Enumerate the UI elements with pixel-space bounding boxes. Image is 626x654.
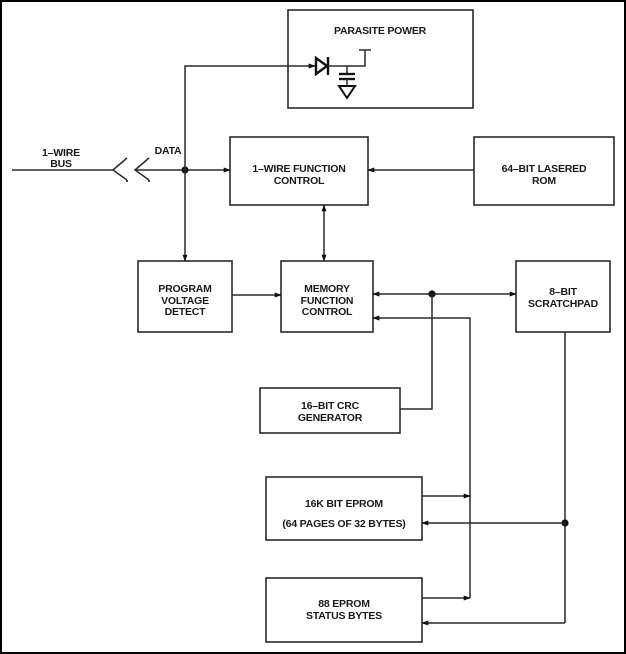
memory-function-control-label-3: CONTROL xyxy=(302,306,353,318)
parasite-power-label: PARASITE POWER xyxy=(334,25,427,37)
status-bytes-label-1: 88 EPROM xyxy=(318,598,370,610)
wire-function-control-label-1: 1–WIRE FUNCTION xyxy=(252,163,345,175)
crc-to-memory-bus-wire xyxy=(400,294,433,410)
eprom-label-2: (64 PAGES OF 32 BYTES) xyxy=(282,518,405,530)
capacitor-icon xyxy=(339,66,355,86)
scratchpad-label-2: SCRATCHPAD xyxy=(528,298,599,310)
lasered-rom-label-1: 64–BIT LASERED xyxy=(502,163,587,175)
scratchpad-block: 8–BIT SCRATCHPAD xyxy=(515,260,611,333)
crc-generator-label-1: 16–BIT CRC xyxy=(301,400,360,412)
eprom-block: 16K BIT EPROM (64 PAGES OF 32 BYTES) xyxy=(265,476,423,541)
crc-generator-label-2: GENERATOR xyxy=(298,412,363,424)
status-bytes-block: 88 EPROM STATUS BYTES xyxy=(265,577,423,643)
scratchpad-label-1: 8–BIT xyxy=(549,286,577,298)
eprom-label-1: 16K BIT EPROM xyxy=(305,498,383,510)
memory-function-control-label-2: FUNCTION xyxy=(301,295,354,307)
eprom-return-bus-wire xyxy=(372,315,471,598)
bus-connector-icon xyxy=(12,157,150,182)
data-to-parasite-wire xyxy=(184,63,316,170)
program-voltage-detect-label-3: DETECT xyxy=(165,306,207,318)
lasered-rom-label-2: ROM xyxy=(532,175,556,187)
lasered-rom-block: 64–BIT LASERED ROM xyxy=(473,136,615,206)
memory-function-control-block: MEMORY FUNCTION CONTROL xyxy=(280,260,374,333)
program-voltage-detect-label-1: PROGRAM xyxy=(158,283,212,295)
status-bytes-label-2: STATUS BYTES xyxy=(306,610,382,622)
bus-label-1: 1–WIRE xyxy=(42,147,80,159)
supply-wire xyxy=(328,50,366,67)
data-label: DATA xyxy=(155,145,182,157)
program-voltage-detect-block: PROGRAM VOLTAGE DETECT xyxy=(137,260,233,333)
wire-function-control-block: 1–WIRE FUNCTION CONTROL xyxy=(229,136,369,206)
crc-generator-block: 16–BIT CRC GENERATOR xyxy=(259,387,401,434)
wire-function-control-label-2: CONTROL xyxy=(274,175,325,187)
ground-icon xyxy=(337,85,357,100)
program-voltage-detect-label-2: VOLTAGE xyxy=(161,295,209,307)
memory-function-control-label-1: MEMORY xyxy=(304,283,350,295)
bus-label-2: BUS xyxy=(50,158,72,170)
